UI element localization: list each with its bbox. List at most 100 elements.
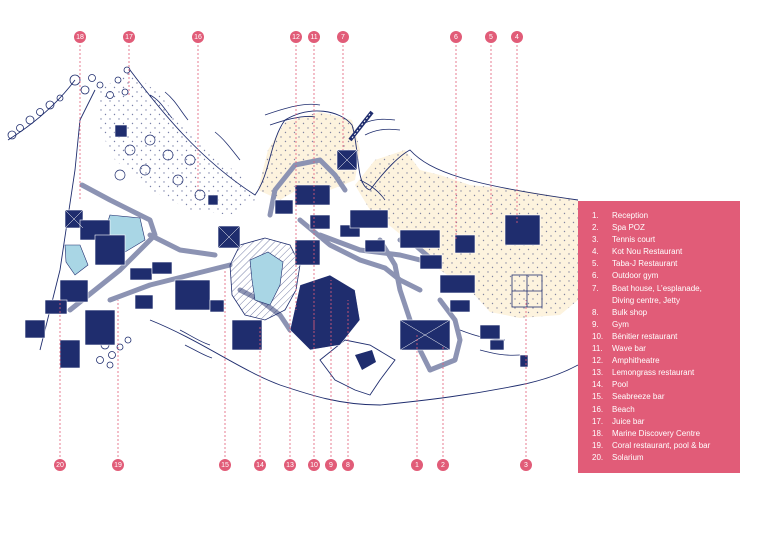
marker-number: 7 [341,34,345,41]
map-marker-5: 5 [485,31,497,43]
legend-item-label: Solarium [612,452,644,462]
legend-item: 17. Juice bar [592,416,740,428]
legend-item-number: 18. [592,428,604,438]
marker-number: 18 [76,34,84,41]
marker-number: 13 [286,462,294,469]
legend-item-label: Lemongrass restaurant [612,368,695,378]
legend-item-number: 13. [592,368,604,378]
legend-item-number: 19. [592,440,604,450]
legend-item-label: Wave bar [612,344,646,354]
map-marker-2: 2 [437,459,449,471]
legend-item-label: Marine Discovery Centre [612,428,701,438]
legend-item-label: Outdoor gym [612,271,659,281]
marker-pin [337,31,349,43]
legend-item-number: 9. [592,319,599,329]
legend-item: 7.Boat house, L’esplanade, Diving centre… [592,283,740,307]
legend-item-number: 10. [592,331,604,341]
legend-item-number: 7. [592,283,599,293]
legend-item-number: 16. [592,404,604,414]
marker-pin [450,31,462,43]
legend-item-number: 8. [592,307,599,317]
marker-number: 2 [441,462,445,469]
legend-item-label: Juice bar [612,416,645,426]
map-marker-1: 1 [411,459,423,471]
marker-number: 5 [489,34,493,41]
marker-pin [520,459,532,471]
map-marker-14: 14 [254,459,266,471]
legend-item: 18. Marine Discovery Centre [592,428,740,440]
marker-number: 1 [415,462,419,469]
legend-item: 8. Bulk shop [592,307,740,319]
legend-item-number: 2. [592,223,599,233]
marker-pin [74,31,86,43]
legend-item-number: 15. [592,392,604,402]
marker-pin [342,459,354,471]
legend-item-number: 14. [592,380,604,390]
legend-item: 5.Taba-J Restaurant [592,258,740,270]
legend-item: 4.Kot Nou Restaurant [592,246,740,258]
legend-item-label: Bulk shop [612,307,648,317]
legend-item: 13. Lemongrass restaurant [592,367,740,379]
legend-item-number: 6. [592,271,599,281]
marker-pin [254,459,266,471]
legend-item: 15. Seabreeze bar [592,391,740,403]
legend-item-label: Seabreeze bar [612,392,665,402]
map-marker-8: 8 [342,459,354,471]
marker-pin [192,31,204,43]
legend-item-label: Coral restaurant, pool & bar [612,440,711,450]
map-marker-18: 18 [74,31,86,43]
map-marker-12: 12 [290,31,302,43]
marker-number: 16 [194,34,202,41]
map-marker-10: 10 [308,459,320,471]
map-marker-19: 19 [112,459,124,471]
map-marker-3: 3 [520,459,532,471]
legend-item-label: Amphitheatre [612,356,660,366]
marker-number: 9 [329,462,333,469]
marker-number: 12 [292,34,300,41]
tennis-courts [511,274,543,308]
marker-number: 4 [515,34,519,41]
legend-item-label: Gym [612,319,629,329]
legend-item-number: 17. [592,416,604,426]
marker-pin [290,31,302,43]
marker-number: 19 [114,462,122,469]
map-marker-4: 4 [511,31,523,43]
legend-item-label: Pool [612,380,629,390]
marker-number: 3 [524,462,528,469]
rocks [7,66,132,369]
marker-pin [112,459,124,471]
legend-item-number: 3. [592,235,599,245]
legend-item: 2.Spa POZ [592,222,740,234]
marker-pin [219,459,231,471]
marker-pin [325,459,337,471]
legend-item: 12.Amphitheatre [592,355,740,367]
marker-pin [284,459,296,471]
legend-item-number: 11. [592,344,603,354]
marker-number: 14 [256,462,264,469]
legend-item-number: 4. [592,247,599,257]
marker-number: 20 [56,462,64,469]
marker-leader-lines [59,37,527,465]
pool-areas [64,214,376,370]
marker-pin [123,31,135,43]
map-marker-17: 17 [123,31,135,43]
trees [114,134,206,201]
map-marker-13: 13 [284,459,296,471]
legend-item: 9. Gym [592,319,740,331]
legend-item-label: Reception [612,211,649,220]
legend-item: 3. Tennis court [592,234,740,246]
marker-pin [411,459,423,471]
legend-item-number: 1. [592,211,599,220]
legend-item: 19. Coral restaurant, pool & bar [592,440,740,452]
legend-item-label: Tennis court [612,235,656,245]
legend-item-label: Beach [612,404,635,414]
marker-pin [437,459,449,471]
marker-pin [54,459,66,471]
map-marker-7: 7 [337,31,349,43]
marker-pin [308,31,320,43]
map-marker-16: 16 [192,31,204,43]
